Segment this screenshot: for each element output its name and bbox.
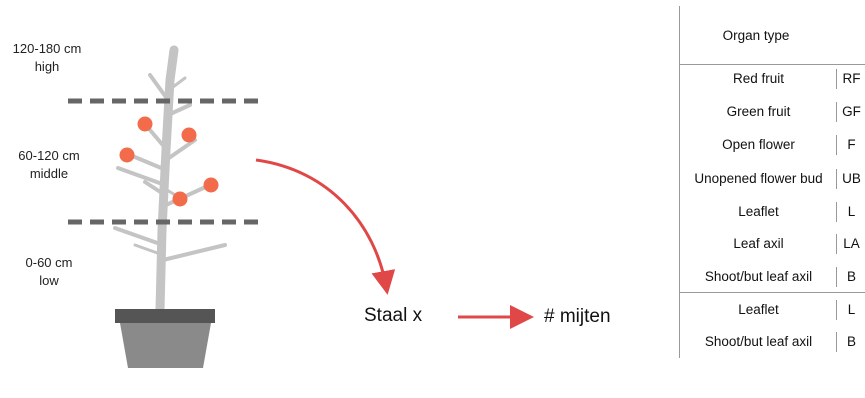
organ-name: Green fruit <box>726 104 791 119</box>
branch-top-right <box>167 76 187 92</box>
branch-low-left-2 <box>143 180 167 197</box>
zone-range-middle: 60-120 cm <box>18 148 80 163</box>
organ-code: L <box>847 302 856 317</box>
cell-separator <box>836 169 837 189</box>
branch-bottom-right <box>161 243 227 262</box>
fruit-5 <box>172 191 188 207</box>
table-group-divider <box>679 292 865 293</box>
cell-separator <box>836 69 837 89</box>
zone-name-low: low <box>39 273 59 288</box>
organ-name: Leaflet <box>738 204 779 219</box>
cell-separator <box>836 332 837 352</box>
table-header: Organ type <box>722 28 790 43</box>
zone-name-middle: middle <box>29 166 69 181</box>
branch-top-left <box>148 73 170 102</box>
pot-body <box>120 323 211 368</box>
plant-stem <box>113 45 227 315</box>
zone-label-middle: 60-120 cm middle <box>4 147 94 183</box>
organ-name: Unopened flower bud <box>694 171 823 186</box>
branch-mid-left <box>148 128 169 152</box>
zone-range-high: 120-180 cm <box>12 41 82 56</box>
cell-separator <box>836 300 837 320</box>
organ-code: B <box>846 269 856 284</box>
zone-range-low: 0-60 cm <box>25 255 73 270</box>
organ-code: GF <box>842 104 861 119</box>
organ-code: UB <box>842 171 861 186</box>
curved-arrow <box>255 158 396 295</box>
branch-low-left <box>116 166 167 187</box>
fruits <box>119 116 219 207</box>
zone-label-high: 120-180 cm high <box>2 40 92 76</box>
organ-code: B <box>846 334 856 349</box>
branch-bottom-left-2 <box>133 243 165 257</box>
organ-name: Shoot/but leaf axil <box>704 334 813 349</box>
organ-code: RF <box>842 71 861 86</box>
fruit-1 <box>137 116 153 132</box>
branch-mid-right <box>164 138 197 162</box>
organ-name: Red fruit <box>732 71 785 86</box>
organ-name: Leaflet <box>738 302 779 317</box>
zone-label-low: 0-60 cm low <box>4 254 94 290</box>
table-header-divider <box>679 64 865 65</box>
organ-name: Open flower <box>722 137 795 152</box>
organ-name: Shoot/but leaf axil <box>704 269 813 284</box>
fruit-2 <box>181 127 197 143</box>
cell-separator <box>836 267 837 287</box>
cell-separator <box>836 202 837 222</box>
branch-bottom-left <box>113 226 165 247</box>
cell-separator <box>836 234 837 254</box>
fruit-4 <box>203 177 219 193</box>
cell-separator <box>836 135 837 155</box>
branch-left-fruit <box>128 153 168 172</box>
cell-separator <box>836 102 837 122</box>
organ-code: LA <box>843 236 860 251</box>
organ-code: F <box>847 137 856 152</box>
sample-label: Staal x <box>364 305 423 326</box>
branch-upper-right <box>166 103 192 117</box>
result-label: # mijten <box>544 306 611 327</box>
organ-name: Leaf axil <box>733 236 784 251</box>
organ-code: L <box>847 204 856 219</box>
fruit-3 <box>119 147 135 163</box>
pot-rim <box>115 309 215 323</box>
table-left-border <box>679 6 680 358</box>
zone-name-high: high <box>34 59 60 74</box>
